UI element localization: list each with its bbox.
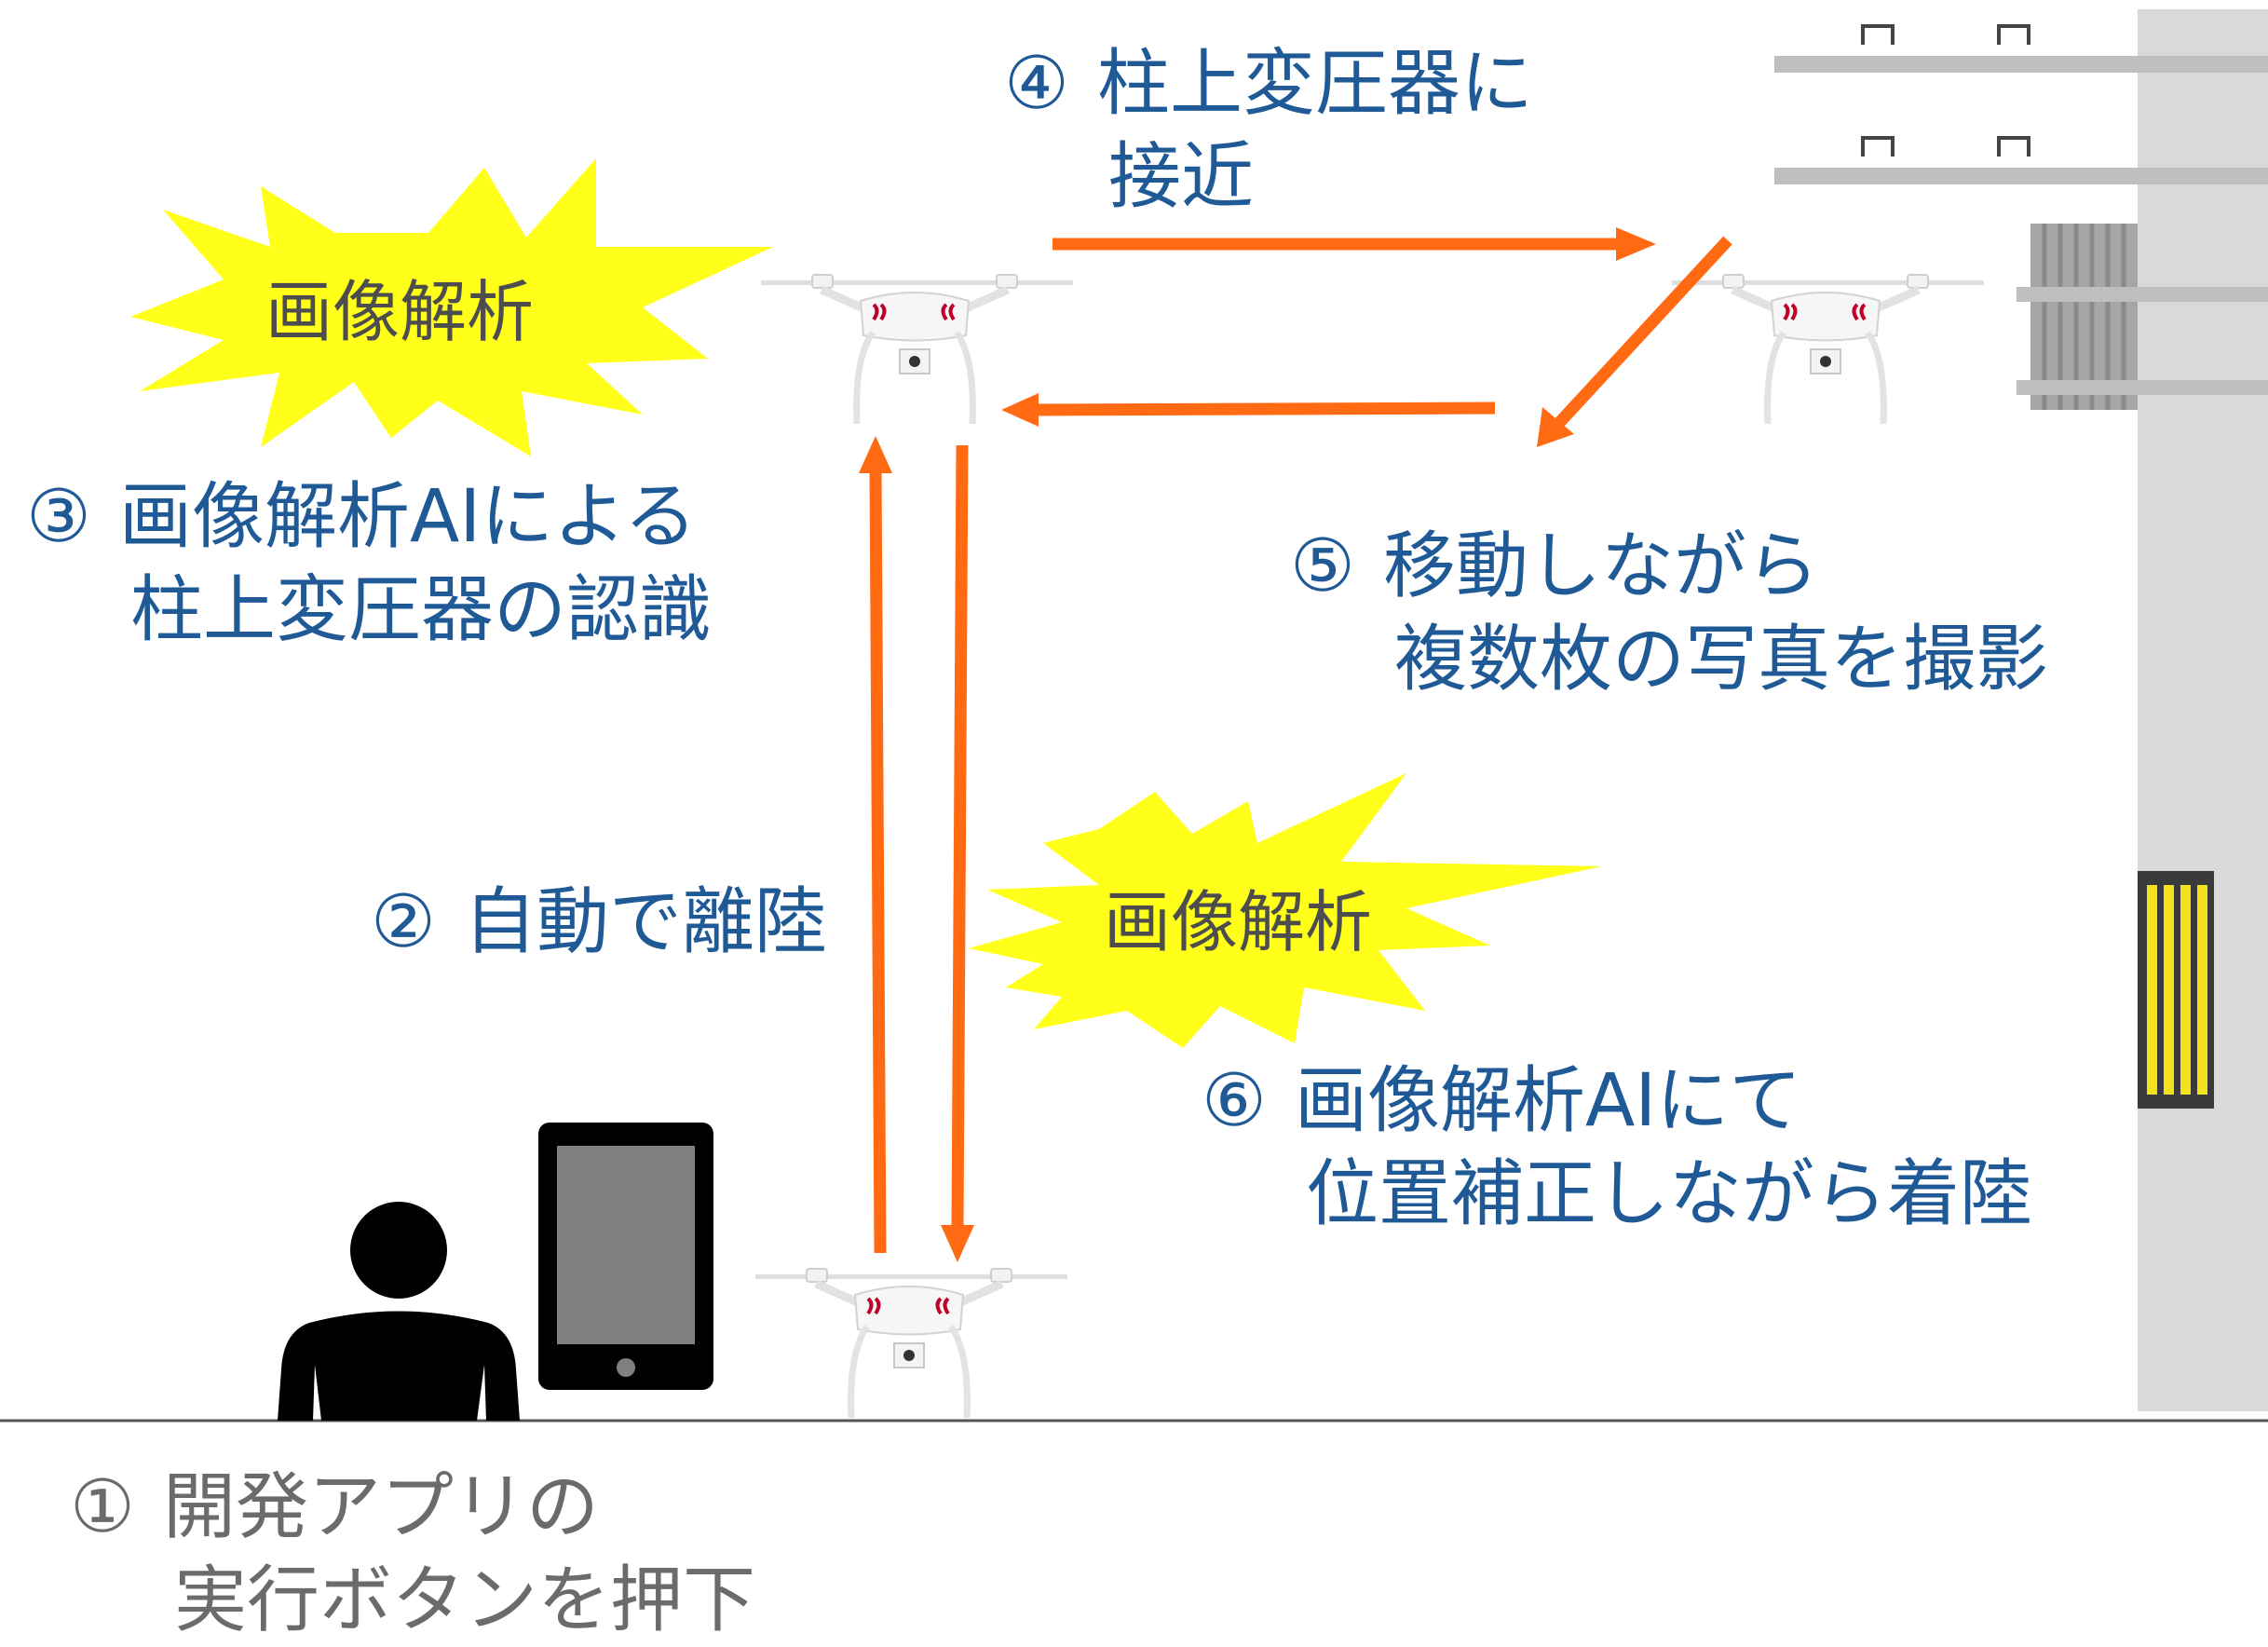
step-3-line1: 画像解析AIによる [118,475,697,559]
analysis-burst-bottom [969,773,1602,1048]
step-3-line2: 柱上変圧器の認識 [130,568,713,652]
step-4-label: ④ 柱上変圧器に 接近 [1004,37,1533,224]
step-1-label: ① 開発アプリの 実行ボタンを押下 [70,1461,755,1647]
step-6-label: ⑥ 画像解析AIにて 位置補正しながら着陸 [1202,1055,2032,1241]
tablet-icon [538,1123,713,1390]
step-4-line2: 接近 [1108,135,1255,219]
step-2-label: ② 自動で離陸 [371,876,827,969]
step-5-number: ⑤ [1290,524,1355,608]
step-4-number: ④ [1004,42,1069,126]
step-5-line1: 移動しながら [1382,524,1819,608]
step-6-line1: 画像解析AIにて [1294,1059,1802,1143]
person-icon [278,1202,520,1421]
step-3-label: ③ 画像解析AIによる 柱上変圧器の認識 [26,470,712,657]
step-4-line1: 柱上変圧器に [1096,42,1533,126]
drone-icon [1672,275,1984,424]
burst-label-top: 画像解析 [265,273,535,351]
utility-pole-icon [1774,9,2268,1411]
step-1-number: ① [70,1465,135,1549]
step-2-line1: 自動で離陸 [463,880,827,964]
flight-arrows [859,227,1732,1262]
step-1-line2: 実行ボタンを押下 [174,1559,756,1642]
step-5-label: ⑤ 移動しながら 複数枚の写真を撮影 [1290,520,2048,706]
burst-label-bottom: 画像解析 [1104,883,1373,961]
step-1-line1: 開発アプリの [162,1465,599,1549]
step-6-number: ⑥ [1202,1059,1267,1143]
pole-warning-plate [2138,871,2214,1109]
step-3-number: ③ [26,475,91,559]
step-6-line2: 位置補正しながら着陸 [1306,1152,2033,1236]
step-5-line2: 複数枚の写真を撮影 [1394,618,2049,701]
transformer-icon [2017,224,2268,410]
step-2-number: ② [371,880,436,964]
drone-icon [755,1269,1067,1418]
analysis-burst-top [130,158,773,456]
